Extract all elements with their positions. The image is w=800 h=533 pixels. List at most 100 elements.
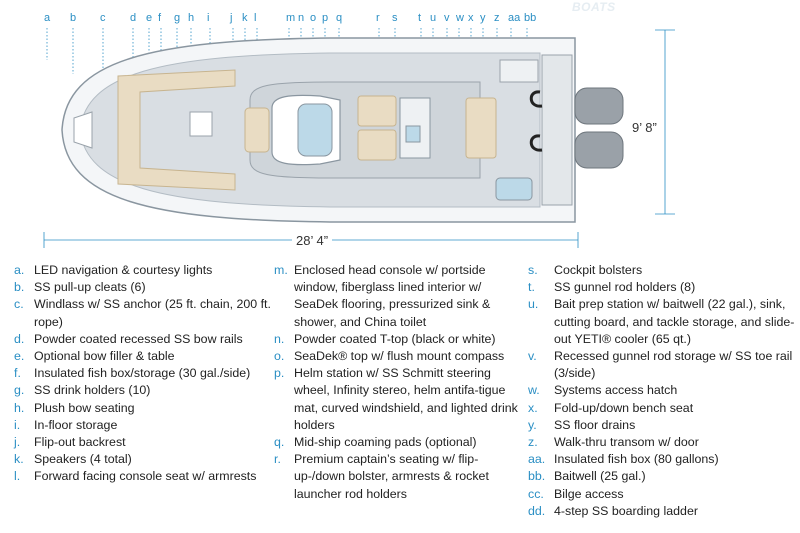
legend-item: x. Fold-up/down bench seat (528, 400, 798, 417)
legend-key: q. (274, 435, 285, 450)
callout-letter: j (230, 12, 233, 24)
legend-key: m. (274, 263, 288, 277)
legend-item: dd. 4-step SS boarding ladder (528, 503, 798, 520)
callout-letter: b (70, 12, 77, 24)
legend-item: z.Walk-thru transom w/ door (528, 434, 798, 451)
legend-item: a. LED navigation & courtesy lights (14, 262, 272, 279)
legend-key: cc. (528, 486, 544, 501)
legend-item: t.SS gunnel rod holders (8) (528, 279, 798, 296)
legend-text: Optional bow filler & table (34, 349, 175, 364)
callout-letter: g (174, 12, 181, 24)
legend-column-2: m. Enclosed head console w/ portside wind… (274, 262, 528, 503)
legend-key: y. (528, 417, 537, 432)
legend-item: g. SS drink holders (10) (14, 382, 272, 399)
legend-key: r. (274, 452, 281, 467)
legend-key: z. (528, 435, 538, 450)
aft-fish-box (499, 59, 539, 83)
callout-letter: k (242, 12, 248, 24)
legend-key: x. (528, 400, 538, 415)
legend-text: 4-step SS boarding ladder (554, 503, 698, 518)
legend-text: Recessed gunnel rod storage w/ SS toe ra… (554, 349, 793, 381)
legend-text: Speakers (4 total) (34, 452, 132, 467)
legend-key: k. (14, 452, 24, 467)
legend-text: In-floor storage (34, 417, 118, 432)
legend-item: aa.Insulated fish box (80 gallons) (528, 451, 798, 468)
legend-key: p. (274, 366, 285, 381)
legend-key: o. (274, 349, 285, 364)
bow-anchor-locker (73, 111, 93, 149)
callout-letter: bb (524, 12, 537, 24)
callout-letter: a (44, 12, 51, 24)
legend-item: f.Insulated fish box/storage (30 gal./si… (14, 365, 272, 382)
legend-text: Flip-out backrest (34, 435, 126, 450)
callout-letter: w (456, 12, 464, 24)
legend-text: Systems access hatch (554, 383, 678, 398)
callout-letter: z (494, 12, 500, 24)
legend-key: s. (528, 263, 538, 277)
legend-key: h. (14, 400, 25, 415)
legend-key: i. (14, 417, 21, 432)
legend-text: Premium captain’s seating w/ flip-up-/do… (294, 452, 489, 501)
legend-item: h. Plush bow seating (14, 400, 272, 417)
legend-text: Fold-up/down bench seat (554, 400, 694, 415)
callout-letter: h (188, 12, 195, 24)
legend-text: Baitwell (25 gal.) (554, 469, 646, 484)
legend-key: n. (274, 331, 285, 346)
legend-text: Bilge access (554, 486, 624, 501)
bait-sink (405, 125, 421, 143)
legend-text: Insulated fish box (80 gallons) (554, 452, 719, 467)
legend-text: SS drink holders (10) (34, 383, 151, 398)
legend-item: c.Windlass w/ SS anchor (25 ft. chain, 2… (14, 296, 272, 330)
legend-text: Forward facing console seat w/ armrests (34, 469, 257, 484)
legend-item: cc. Bilge access (528, 486, 798, 503)
legend-key: g. (14, 383, 25, 398)
legend-item: l. Forward facing console seat w/ armrest… (14, 468, 272, 485)
legend-item: q.Mid-ship coaming pads (optional) (274, 434, 528, 451)
legend-key: w. (528, 383, 540, 398)
callout-letter: e (146, 12, 153, 24)
legend-item: o.SeaDek® top w/ flush mount compass (274, 348, 528, 365)
callout-letter: m (286, 12, 296, 24)
legend-key: l. (14, 469, 21, 484)
legend-text: SS gunnel rod holders (8) (554, 280, 696, 295)
legend-text: Plush bow seating (34, 400, 135, 415)
callout-letter: c (100, 12, 106, 24)
legend-text: Powder coated T-top (black or white) (294, 331, 496, 346)
console-seat (244, 107, 270, 153)
legend-item: r. Premium captain’s seating w/ flip-up-/… (274, 451, 528, 503)
callout-letter: n (298, 12, 305, 24)
legend-item: s.Cockpit bolsters (528, 262, 798, 279)
windshield (297, 103, 333, 157)
legend-text: LED navigation & courtesy lights (34, 263, 213, 277)
callout-letter: f (158, 12, 162, 24)
callout-letter: q (336, 12, 343, 24)
legend-key: j. (14, 435, 21, 450)
legend-item: i. In-floor storage (14, 417, 272, 434)
outboard-engines (529, 87, 624, 169)
legend-key: d. (14, 331, 25, 346)
callout-letter: s (392, 12, 398, 24)
callout-letter: u (430, 12, 437, 24)
legend-text: Enclosed head console w/ portside window… (294, 263, 491, 329)
legend-key: v. (528, 349, 537, 364)
legend-item: n. Powder coated T-top (black or white) (274, 331, 528, 348)
callout-letter: d (130, 12, 137, 24)
transom (541, 54, 573, 206)
legend-text: Insulated fish box/storage (30 gal./side… (34, 366, 251, 381)
callout-letter: y (480, 12, 486, 24)
callout-letter: p (322, 12, 329, 24)
callout-letter: t (418, 12, 422, 24)
legend-key: dd. (528, 503, 546, 518)
brand-logo-text: BOATS (572, 0, 616, 14)
length-dimension-label: 28’ 4” (292, 233, 333, 248)
callout-letter: x (468, 12, 474, 24)
legend-item: v. Recessed gunnel rod storage w/ SS toe … (528, 348, 798, 382)
captain-seat-port (357, 95, 397, 127)
legend-key: a. (14, 263, 25, 277)
callout-letter: r (376, 12, 380, 24)
legend-text: Helm station w/ SS Schmitt steering whee… (294, 366, 518, 432)
legend-item: d.Powder coated recessed SS bow rails (14, 331, 272, 348)
